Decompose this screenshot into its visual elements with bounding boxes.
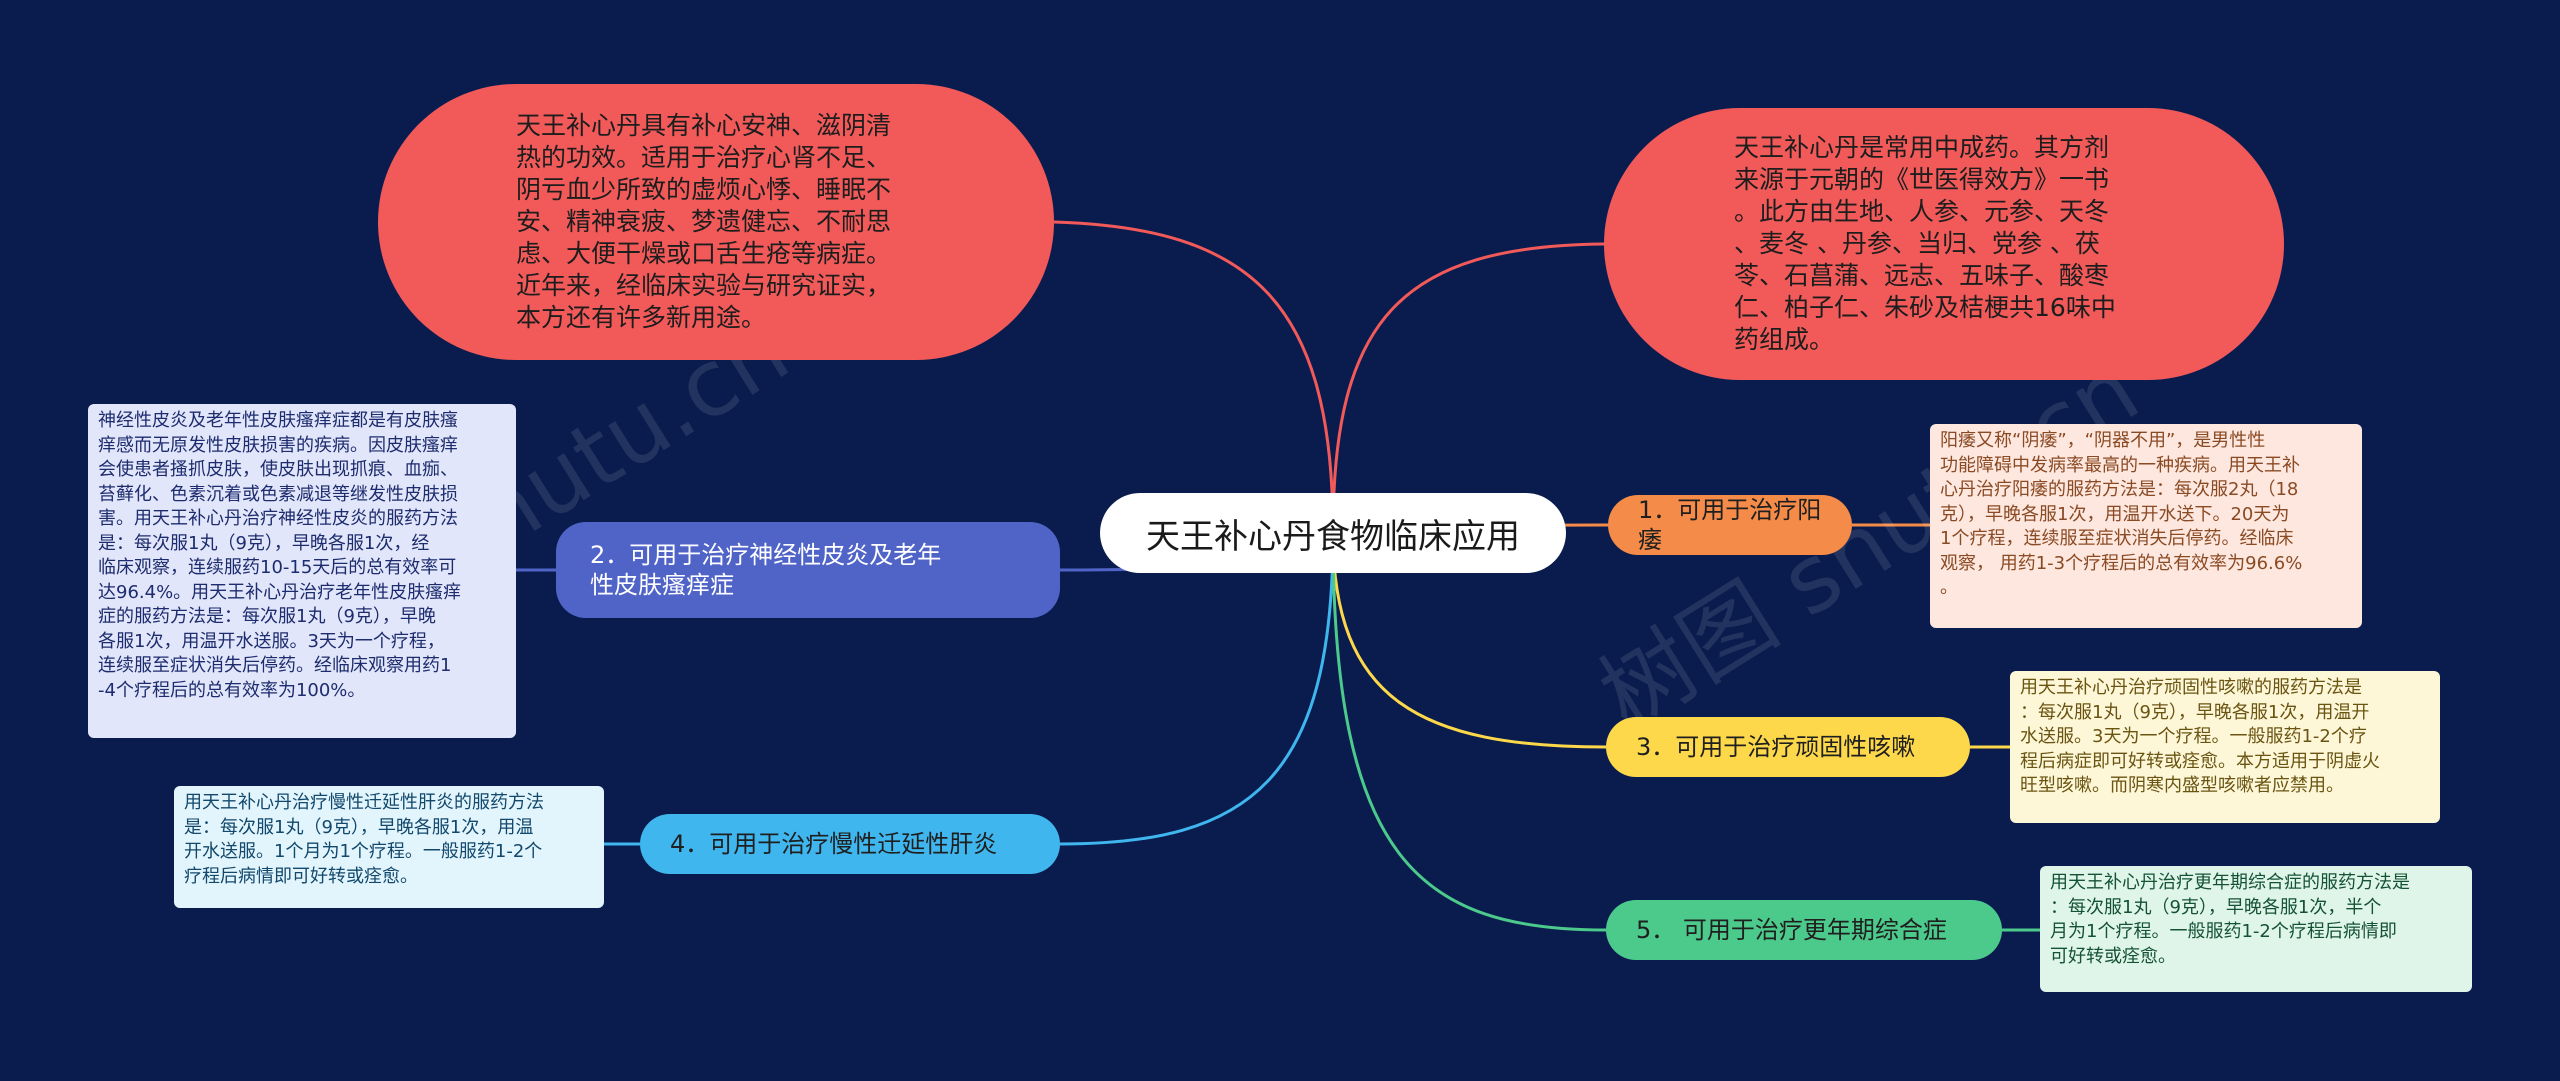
branch-4-node[interactable]: 4．可用于治疗慢性迁延性肝炎 (640, 814, 1060, 874)
branch-5-detail[interactable]: 用天王补心丹治疗更年期综合症的服药方法是 ：每次服1丸（9克），早晚各服1次，半… (2040, 866, 2472, 992)
branch-1-detail[interactable]: 阳痿又称“阴痿”，“阴器不用”，是男性性 功能障碍中发病率最高的一种疾病。用天王… (1930, 424, 2362, 628)
branch-4-detail[interactable]: 用天王补心丹治疗慢性迁延性肝炎的服药方法 是：每次服1丸（9克），早晚各服1次，… (174, 786, 604, 908)
branch-3-node[interactable]: 3．可用于治疗顽固性咳嗽 (1606, 717, 1970, 777)
branch-2-node[interactable]: 2．可用于治疗神经性皮炎及老年 性皮肤瘙痒症 (556, 522, 1060, 618)
root-node[interactable]: 天王补心丹食物临床应用 (1100, 493, 1566, 573)
branch-5-node[interactable]: 5． 可用于治疗更年期综合症 (1606, 900, 2002, 960)
link-top-left (1053, 220, 1335, 534)
link-branch-5 (1331, 532, 1607, 932)
top-left-text: 天王补心丹具有补心安神、滋阴清 热的功效。适用于治疗心肾不足、 阴亏血少所致的虚… (516, 111, 892, 332)
link-top-right (1331, 242, 1605, 534)
branch-2-detail[interactable]: 神经性皮炎及老年性皮肤瘙痒症都是有皮肤瘙 痒感而无原发性皮肤损害的疾病。因皮肤瘙… (88, 404, 516, 738)
top-right-node[interactable]: 天王补心丹是常用中成药。其方剂 来源于元朝的《世医得效方》一书 。此方由生地、人… (1604, 108, 2284, 380)
branch-1-node[interactable]: 1．可用于治疗阳痿 (1608, 495, 1852, 555)
top-right-text: 天王补心丹是常用中成药。其方剂 来源于元朝的《世医得效方》一书 。此方由生地、人… (1734, 133, 2116, 354)
link-branch-4 (1059, 532, 1335, 846)
branch-3-detail[interactable]: 用天王补心丹治疗顽固性咳嗽的服药方法是 ：每次服1丸（9克），早晚各服1次，用温… (2010, 671, 2440, 823)
link-branch-3 (1331, 532, 1607, 749)
top-left-node[interactable]: 天王补心丹具有补心安神、滋阴清 热的功效。适用于治疗心肾不足、 阴亏血少所致的虚… (378, 84, 1054, 360)
